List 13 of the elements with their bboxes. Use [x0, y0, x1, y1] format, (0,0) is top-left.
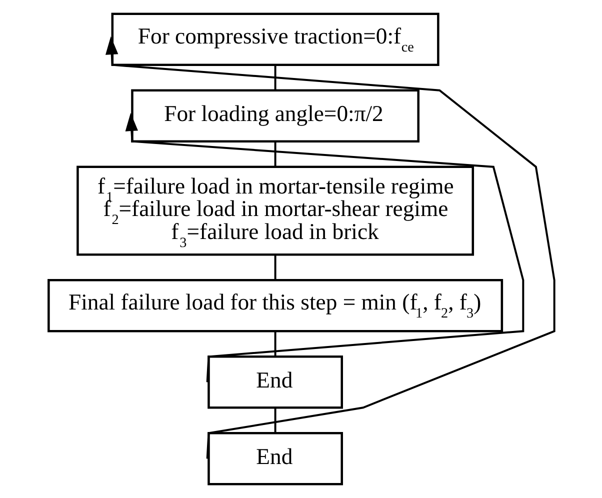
node-box: For loading angle=0:π/2 [130, 89, 419, 142]
connector [274, 141, 276, 167]
connector [274, 408, 276, 433]
connector [274, 254, 276, 280]
node-box: End [207, 356, 342, 409]
node-box: For compressive traction=0:f$_{ce}$ [110, 12, 439, 66]
node-box: End [207, 432, 342, 486]
node-box: Final failure load for this step = min (f$_{1}$, f$_{2}$, f$_{3}$) [47, 279, 503, 332]
arrow [104, 36, 555, 459]
arrow [124, 112, 524, 382]
connector [274, 64, 276, 90]
node-box: f$_{1}$=failure load in mortar-tensile regime f$_{2}$=failure load in mortar-shear regime f$_{3}$=failure load in brick [76, 166, 474, 256]
connector [274, 331, 276, 356]
